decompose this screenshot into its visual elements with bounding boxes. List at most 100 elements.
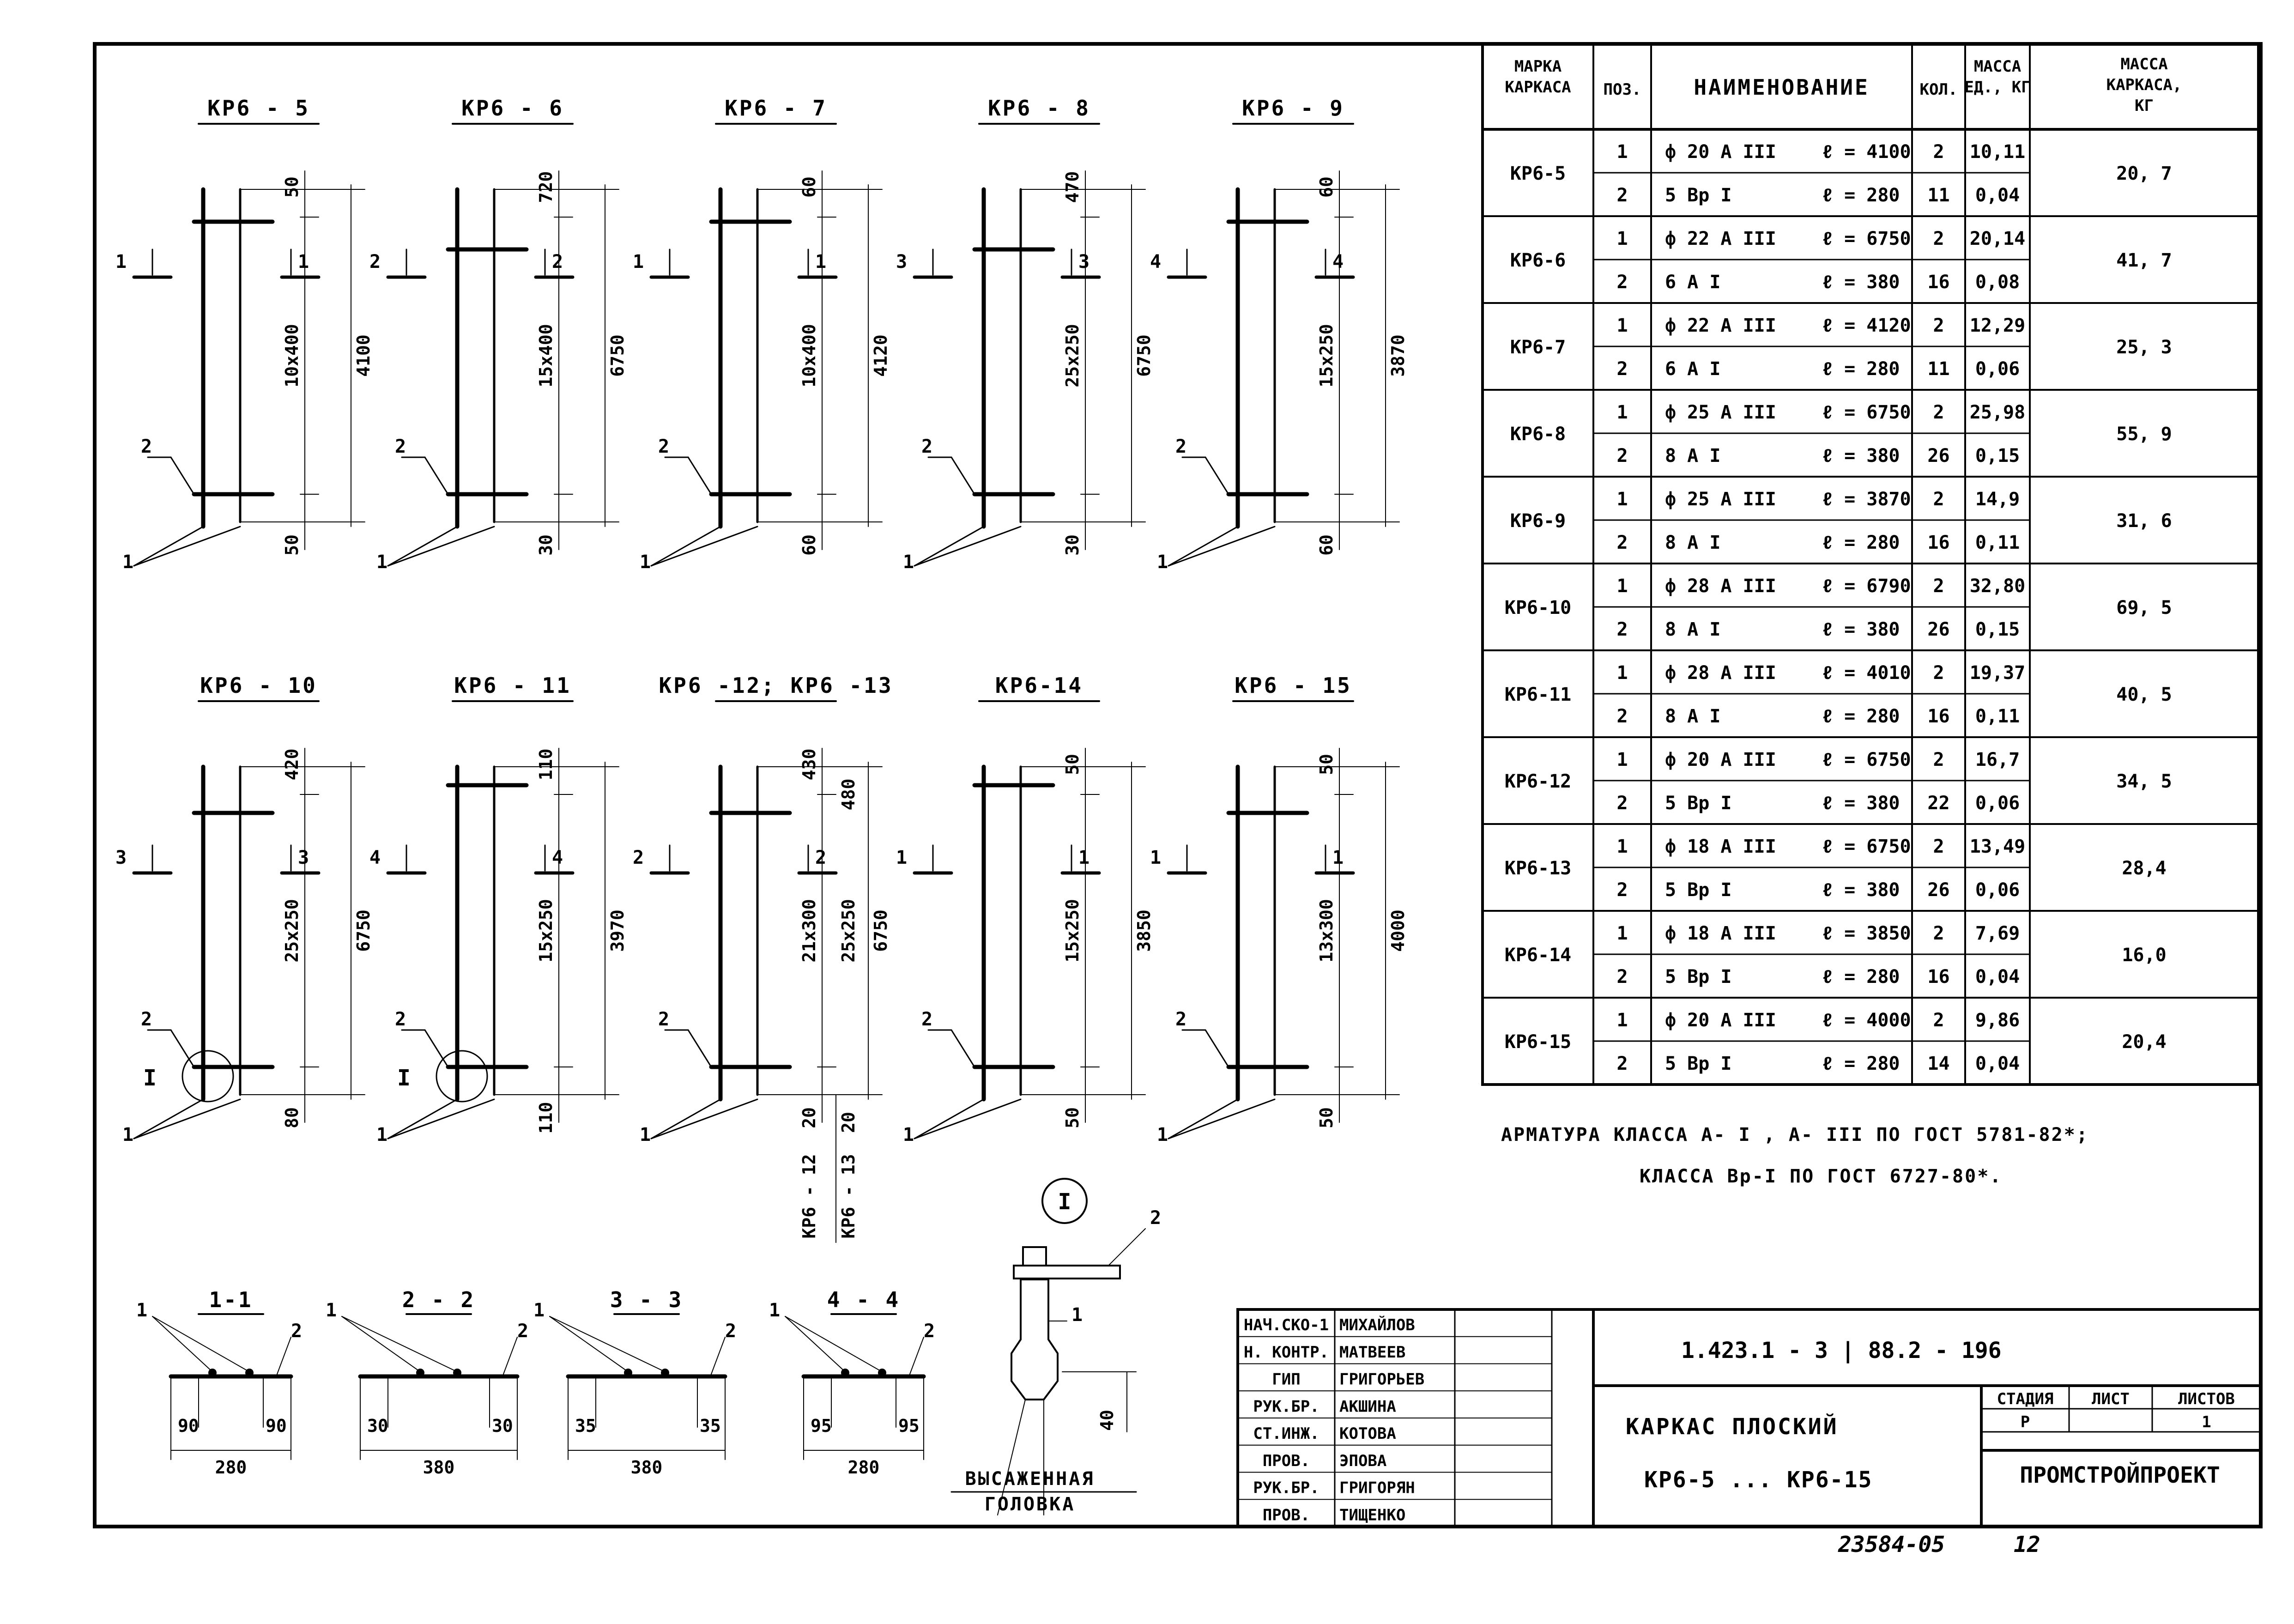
total-dim: 6750 bbox=[607, 334, 628, 377]
table-unit-mass: 14,9 bbox=[1975, 489, 2020, 510]
table-unit-mass: 7,69 bbox=[1975, 923, 2020, 944]
table-qty: 2 bbox=[1933, 662, 1944, 684]
table-frame-mass: 25, 3 bbox=[2116, 337, 2172, 358]
table-qty: 2 bbox=[1933, 576, 1944, 597]
node-dim: 40 bbox=[1097, 1410, 1117, 1431]
position-label-1: 1 bbox=[903, 551, 914, 573]
table-pos: 2 bbox=[1616, 879, 1628, 901]
table-frame-mass: 20,4 bbox=[2122, 1031, 2166, 1053]
table-pos: 1 bbox=[1616, 402, 1628, 423]
note-line-1: АРМАТУРА КЛАССА А- I , А- III ПО ГОСТ 57… bbox=[1501, 1124, 2089, 1145]
section-number-left: 1 bbox=[896, 847, 907, 868]
top-dim: 50 bbox=[282, 176, 302, 198]
elevation-title: КР6 - 5 bbox=[207, 96, 310, 121]
bar-dot bbox=[208, 1369, 217, 1377]
table-qty: 16 bbox=[1927, 706, 1949, 727]
total-dim: 6750 bbox=[353, 909, 374, 952]
spacing-dim-2: 25х250 bbox=[838, 899, 859, 962]
leader bbox=[1205, 456, 1229, 495]
table-unit-mass: 0,15 bbox=[1975, 445, 2020, 467]
section-number-right: 3 bbox=[1078, 251, 1089, 273]
table-unit-mass: 0,06 bbox=[1975, 879, 2020, 901]
top-dim: 60 bbox=[1316, 176, 1337, 198]
table-mark: КР6-7 bbox=[1510, 337, 1566, 358]
top-dim: 470 bbox=[1062, 171, 1083, 203]
stamp-org: ПРОМСТРОЙПРОЕКТ bbox=[2020, 1462, 2220, 1488]
top-dim-2: 480 bbox=[838, 779, 859, 811]
section-pos-1: 1 bbox=[136, 1300, 147, 1321]
stamp-title-1: КАРКАС ПЛОСКИЙ bbox=[1626, 1413, 1839, 1440]
table-bar: 5 Вр I bbox=[1665, 966, 1732, 988]
table-unit-mass: 0,04 bbox=[1975, 185, 2020, 206]
bottom-dim: 60 bbox=[1316, 534, 1337, 556]
stamp-name: ГРИГОРЯН bbox=[1339, 1479, 1415, 1497]
position-label-2: 2 bbox=[141, 1009, 152, 1030]
spacing-dim: 15х250 bbox=[536, 899, 556, 962]
section-number-left: 3 bbox=[896, 251, 907, 273]
table-bar: ф 20 А III bbox=[1665, 749, 1776, 770]
table-mark: КР6-13 bbox=[1505, 858, 1572, 879]
table-pos: 2 bbox=[1616, 532, 1628, 553]
leader bbox=[1168, 526, 1276, 567]
section-total-dim: 280 bbox=[215, 1457, 247, 1478]
inventory-number: 23584-05 bbox=[1838, 1532, 1945, 1557]
section-pos-1: 1 bbox=[326, 1300, 337, 1321]
bottom-dim: 50 bbox=[282, 534, 302, 556]
table-mark: КР6-5 bbox=[1510, 163, 1566, 184]
position-label-2: 2 bbox=[921, 436, 932, 457]
table-pos: 2 bbox=[1616, 619, 1628, 640]
table-bar: ф 25 А III bbox=[1665, 402, 1776, 423]
section-title: 4 - 4 bbox=[827, 1287, 900, 1312]
leader bbox=[133, 526, 241, 567]
table-pos: 2 bbox=[1616, 272, 1628, 293]
table-pos: 2 bbox=[1616, 706, 1628, 727]
header-mark-1: МАРКА bbox=[1514, 57, 1562, 76]
stamp-role: СТ.ИНЖ. bbox=[1253, 1424, 1319, 1443]
section-number-left: 4 bbox=[1150, 251, 1161, 273]
leader bbox=[1168, 526, 1239, 567]
table-qty: 2 bbox=[1933, 923, 1944, 944]
section-total-dim: 380 bbox=[631, 1457, 663, 1478]
position-label-2: 2 bbox=[141, 436, 152, 457]
table-length: ℓ = 4100 bbox=[1822, 141, 1911, 163]
section-total-dim: 280 bbox=[848, 1457, 880, 1478]
position-label-1: 1 bbox=[640, 1124, 651, 1145]
table-bar: ф 28 А III bbox=[1665, 662, 1776, 684]
stamp-role: ГИП bbox=[1272, 1370, 1300, 1389]
table-length: ℓ = 380 bbox=[1822, 619, 1900, 640]
table-bar: ф 25 А III bbox=[1665, 489, 1776, 510]
table-qty: 2 bbox=[1933, 315, 1944, 336]
table-bar: 5 Вр I bbox=[1665, 1053, 1732, 1074]
table-mark: КР6-9 bbox=[1510, 510, 1566, 532]
table-length: ℓ = 380 bbox=[1822, 793, 1900, 814]
table-bar: ф 28 А III bbox=[1665, 576, 1776, 597]
table-unit-mass: 20,14 bbox=[1970, 228, 2025, 249]
table-unit-mass: 10,11 bbox=[1970, 141, 2025, 163]
top-dim: 50 bbox=[1062, 754, 1083, 775]
stamp-name: МАТВЕЕВ bbox=[1339, 1343, 1405, 1362]
table-unit-mass: 0,11 bbox=[1975, 706, 2020, 727]
stamp-sheets-header: ЛИСТОВ bbox=[2178, 1390, 2235, 1408]
table-pos: 1 bbox=[1616, 1010, 1628, 1031]
leader bbox=[387, 1098, 458, 1139]
bottom-dim: 110 bbox=[536, 1102, 556, 1134]
stamp-name: ТИЩЕНКО bbox=[1339, 1506, 1405, 1524]
top-dim: 50 bbox=[1316, 754, 1337, 775]
total-dim: 3970 bbox=[607, 909, 628, 952]
position-label-1: 1 bbox=[122, 551, 133, 573]
table-qty: 2 bbox=[1933, 228, 1944, 249]
table-qty: 2 bbox=[1933, 749, 1944, 770]
total-dim: 4120 bbox=[871, 334, 891, 377]
leader bbox=[170, 1029, 195, 1068]
stamp-sheets: 1 bbox=[2202, 1413, 2211, 1431]
elevation-title: КР6 - 6 bbox=[461, 96, 564, 121]
table-length: ℓ = 6750 bbox=[1822, 836, 1911, 857]
table-length: ℓ = 280 bbox=[1822, 1053, 1900, 1074]
leader bbox=[711, 1337, 726, 1375]
table-qty: 16 bbox=[1927, 966, 1949, 988]
leader bbox=[785, 1316, 883, 1372]
